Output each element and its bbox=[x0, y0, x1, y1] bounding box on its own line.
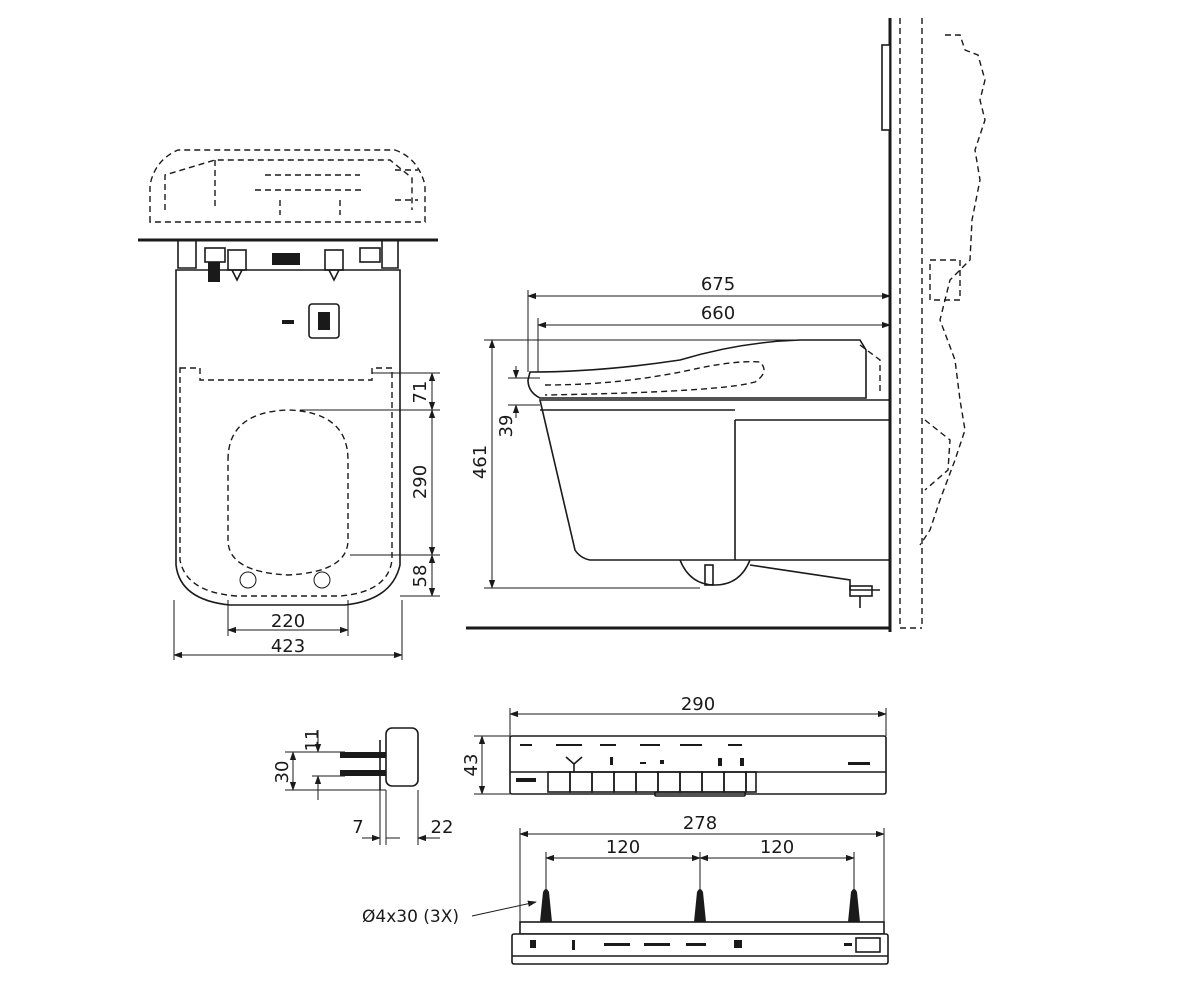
mounting-plate bbox=[511, 889, 889, 965]
panel-label-bars bbox=[520, 744, 742, 746]
front-lid-dashed bbox=[179, 367, 393, 597]
front-tank-outline bbox=[149, 149, 426, 223]
side-bowl bbox=[538, 399, 891, 561]
dim-675: 675 bbox=[701, 274, 735, 295]
dim-58: 58 bbox=[410, 565, 431, 588]
bracket-body bbox=[385, 727, 419, 787]
screw-callout: Ø4x30 (3X) bbox=[362, 900, 537, 927]
dim-43: 43 bbox=[461, 754, 482, 777]
panel-base-view bbox=[511, 933, 889, 965]
bracket-dimensions: 11 30 7 22 bbox=[272, 729, 453, 845]
dim-461: 461 bbox=[470, 445, 491, 479]
dim-423: 423 bbox=[271, 636, 305, 657]
control-panel-body bbox=[509, 735, 887, 795]
dim-120-left: 120 bbox=[606, 837, 640, 858]
dim-22: 22 bbox=[431, 817, 454, 838]
side-seat-lid bbox=[527, 339, 867, 399]
bracket-detail bbox=[340, 727, 419, 790]
control-panel-dimensions: 290 43 bbox=[461, 694, 887, 795]
mounting-dimensions: 278 120 120 bbox=[519, 813, 885, 922]
dim-120-right: 120 bbox=[760, 837, 794, 858]
dim-39: 39 bbox=[496, 415, 517, 438]
dim-660: 660 bbox=[701, 303, 735, 324]
screw-callout-label: Ø4x30 (3X) bbox=[362, 907, 459, 927]
concealed-frame bbox=[899, 18, 923, 629]
dim-30: 30 bbox=[272, 761, 293, 784]
front-seat-opening bbox=[227, 409, 349, 576]
dim-220: 220 bbox=[271, 611, 305, 632]
dim-71: 71 bbox=[410, 381, 431, 404]
mounting-screws bbox=[540, 889, 860, 922]
dim-290-panel: 290 bbox=[681, 694, 715, 715]
front-dimensions: 423 220 71 290 58 bbox=[173, 372, 440, 660]
dim-278: 278 bbox=[683, 813, 717, 834]
dim-290-front: 290 bbox=[410, 465, 431, 499]
dim-7: 7 bbox=[352, 817, 363, 838]
control-panel-front bbox=[509, 735, 887, 797]
side-dimensions: 675 660 461 39 bbox=[470, 274, 891, 589]
flush-plate bbox=[881, 44, 891, 131]
front-body-outline bbox=[175, 269, 401, 606]
mounting-rail bbox=[519, 921, 885, 935]
dim-11: 11 bbox=[302, 729, 323, 752]
front-view bbox=[138, 149, 438, 606]
